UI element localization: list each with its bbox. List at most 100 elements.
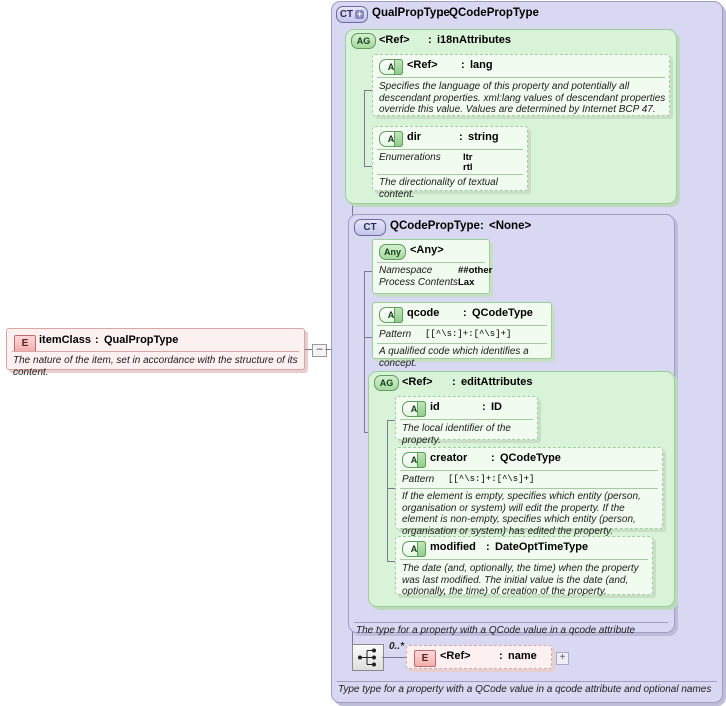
qual-prop-type-separator: :	[440, 7, 444, 19]
qcode-inner-trunk	[364, 271, 365, 432]
qcode-prop-type-type: <None>	[489, 220, 532, 232]
any-facet-label-namespace: Namespace	[379, 265, 433, 276]
id-attribute-name: id	[430, 401, 440, 413]
edit-branch-modified	[387, 561, 395, 562]
dir-attribute-card[interactable]: A dir : string Enumerations ltr rtl The …	[372, 126, 528, 200]
lang-attribute-name: <Ref>	[407, 59, 438, 71]
any-facet-label-process-contents: Process Contents	[379, 277, 458, 288]
any-facet-value-namespace: ##other	[458, 265, 493, 276]
lang-attribute-separator: :	[461, 59, 465, 71]
element-badge-icon: E	[414, 650, 436, 667]
attribute-badge-icon: A	[402, 541, 426, 557]
dir-facet-value-ltr: ltr	[463, 152, 473, 163]
qcode-facet-value-pattern: [[^\s:]+:[^\s]+]	[425, 329, 512, 339]
bottom-caption: Type type for a property with a QCode va…	[338, 684, 712, 695]
modified-attribute-card[interactable]: A modified : DateOptTimeType The date (a…	[395, 536, 653, 597]
qual-prop-type-type: QCodePropType	[449, 7, 539, 19]
name-element-name: <Ref>	[440, 650, 471, 662]
edit-inner-trunk	[387, 420, 388, 561]
qcode-branch-qcode	[364, 337, 372, 338]
i18n-group-name: <Ref>	[379, 34, 410, 46]
id-attribute-documentation: The local identifier of the property.	[402, 423, 511, 446]
name-element-separator: :	[499, 650, 503, 662]
creator-attribute-documentation: If the element is empty, specifies which…	[402, 491, 641, 537]
connector-root-to-collapser	[305, 349, 312, 350]
edit-branch-id	[387, 420, 395, 421]
root-element-card[interactable]: E itemClass : QualPropType The nature of…	[6, 328, 305, 378]
any-name: <Any>	[410, 244, 444, 256]
qcode-prop-type-name: QCodePropType	[390, 220, 480, 232]
qcode-prop-type-separator: :	[480, 220, 484, 232]
i18n-group-separator: :	[428, 34, 432, 46]
dir-facet-label-enumerations: Enumerations	[379, 152, 441, 163]
dir-attribute-separator: :	[459, 131, 463, 143]
qcode-attribute-name: qcode	[407, 307, 440, 319]
qcode-facet-label-pattern: Pattern	[379, 329, 412, 340]
modified-card-divider	[400, 559, 648, 560]
dir-attribute-name: dir	[407, 131, 422, 143]
modified-attribute-name: modified	[430, 541, 476, 553]
creator-attribute-separator: :	[491, 452, 495, 464]
attribute-group-badge-icon: AG	[351, 33, 376, 49]
collapse-toggle-button[interactable]: –	[312, 344, 327, 357]
attribute-badge-icon: A	[379, 59, 403, 75]
any-facet-value-process-contents: Lax	[458, 277, 475, 288]
qcode-caption-divider	[354, 622, 668, 623]
sequence-icon[interactable]	[352, 644, 384, 671]
lang-attribute-card[interactable]: A <Ref> : lang Specifies the language of…	[372, 54, 670, 116]
qual-prop-type-name: QualPropType	[372, 7, 450, 19]
creator-facet-label-pattern: Pattern	[402, 474, 435, 485]
connector-sequence-to-name	[382, 657, 406, 658]
qcode-attribute-type: QCodeType	[472, 307, 533, 319]
i18n-inner-trunk	[364, 90, 365, 166]
dir-attribute-type: string	[468, 131, 499, 143]
qcode-attribute-card[interactable]: A qcode : QCodeType Pattern [[^\s:]+:[^\…	[372, 302, 552, 369]
dir-attribute-documentation: The directionality of textual content.	[379, 177, 498, 200]
i18n-branch-dir	[364, 166, 372, 167]
attribute-badge-icon: A	[379, 307, 403, 323]
inner-complex-type-badge-icon: CT	[354, 219, 386, 236]
modified-attribute-documentation: The date (and, optionally, the time) whe…	[402, 563, 639, 597]
dir-card-divider-bottom	[377, 174, 523, 175]
edit-group-separator: :	[452, 376, 456, 388]
creator-attribute-card[interactable]: A creator : QCodeType Pattern [[^\s:]+:[…	[395, 447, 663, 537]
cardinality-label: 0..*	[389, 641, 405, 652]
edit-group-name: <Ref>	[402, 376, 433, 388]
lang-attribute-documentation: Specifies the language of this property …	[379, 81, 666, 115]
qcode-prop-type-caption: The type for a property with a QCode val…	[356, 625, 636, 636]
creator-facet-value-pattern: [[^\s:]+:[^\s]+]	[448, 474, 535, 484]
creator-attribute-name: creator	[430, 452, 468, 464]
any-badge-icon: Any	[379, 244, 406, 260]
creator-card-divider-top	[400, 470, 658, 471]
qcode-attribute-documentation: A qualified code which identifies a conc…	[379, 346, 529, 369]
name-element-type: name	[508, 650, 537, 662]
attribute-group-badge-icon: AG	[374, 375, 399, 391]
i18n-group-type: i18nAttributes	[437, 34, 511, 46]
attribute-badge-icon: A	[379, 131, 403, 147]
expand-plus-icon[interactable]: +	[355, 9, 365, 19]
root-element-separator: :	[95, 334, 99, 346]
id-attribute-type: ID	[491, 401, 502, 413]
qcode-card-divider-bottom	[377, 343, 547, 344]
root-element-divider	[12, 351, 299, 352]
name-element-card[interactable]: E <Ref> : name	[406, 645, 552, 669]
complex-type-badge-label: CT	[339, 8, 354, 20]
root-element-name: itemClass	[39, 334, 91, 346]
any-card-divider	[377, 262, 485, 263]
id-attribute-card[interactable]: A id : ID The local identifier of the pr…	[395, 396, 538, 446]
id-attribute-separator: :	[482, 401, 486, 413]
id-card-divider	[400, 419, 533, 420]
any-card[interactable]: Any <Any> Namespace ##other Process Cont…	[372, 239, 493, 294]
i18n-branch-lang	[364, 90, 372, 91]
creator-attribute-type: QCodeType	[500, 452, 561, 464]
complex-type-badge-icon[interactable]: CT+	[336, 6, 368, 23]
name-element-expand-icon[interactable]: +	[556, 652, 569, 665]
qcode-attribute-separator: :	[463, 307, 467, 319]
edit-branch-creator	[387, 488, 395, 489]
bottom-caption-divider	[337, 681, 717, 682]
root-element-type: QualPropType	[104, 334, 179, 346]
qcode-card-divider-top	[377, 325, 547, 326]
edit-group-type: editAttributes	[461, 376, 533, 388]
sequence-glyph	[358, 648, 376, 667]
